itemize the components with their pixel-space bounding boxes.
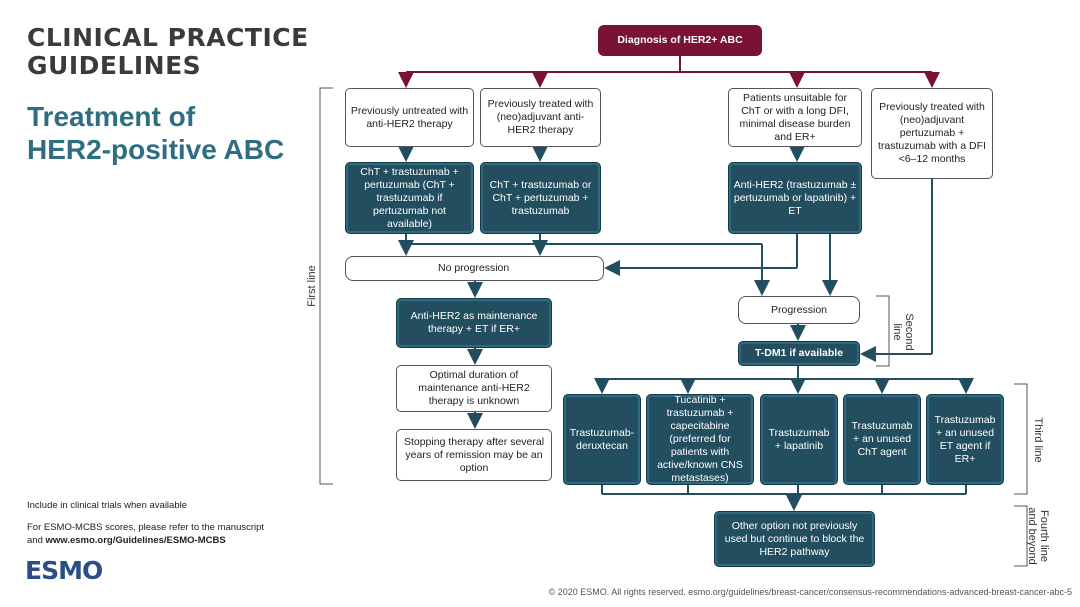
tucatinib-box: Tucatinib + trastuzumab + capecitabine (… [646,394,754,485]
page-title: Treatment of HER2-positive ABC [27,100,284,166]
unsuitable-box: Patients unsuitable for ChT or with a lo… [728,88,862,147]
cht-trastuzumab-pertuzumab-box: ChT + trastuzumab + pertuzumab (ChT + tr… [345,162,474,234]
second-line-label-b: line [891,323,903,341]
treatment-connectors [398,146,974,511]
tdm1-box: T-DM1 if available [738,341,860,366]
maintenance-box: Anti-HER2 as maintenance therapy + ET if… [396,298,552,348]
neoadjuvant-box: Previously treated with (neo)adjuvant an… [480,88,601,147]
clinical-trials-note: Include in clinical trials when availabl… [27,500,188,511]
diagnosis-box: Diagnosis of HER2+ ABC [598,25,762,56]
brand-line-2: GUIDELINES [27,51,202,80]
line-brackets [319,87,1028,567]
title-line-2: HER2-positive ABC [27,134,285,165]
mcbs-note: For ESMO-MCBS scores, please refer to th… [27,521,264,547]
second-line-label-a: Second [903,313,915,351]
fourth-line-label-b: and beyond [1026,507,1038,565]
anti-her2-et-box: Anti-HER2 (trastuzumab ± pertuzumab or l… [728,162,862,234]
copyright-text: © 2020 ESMO. All rights reserved. esmo.o… [548,587,1072,597]
pertuzumab-dfi-box: Previously treated with (neo)adjuvant pe… [871,88,993,179]
title-line-1: Treatment of [27,101,196,132]
trastuzumab-et-box: Trastuzumab + an unused ET agent if ER+ [926,394,1004,485]
no-progression-box: No progression [345,256,604,281]
first-line-label: First line [306,265,318,307]
untreated-box: Previously untreated with anti-HER2 ther… [345,88,474,147]
trastuzumab-cht-box: Trastuzumab + an unused ChT agent [843,394,921,485]
mcbs-link[interactable]: www.esmo.org/Guidelines/ESMO-MCBS [45,535,226,546]
trastuzumab-deruxtecan-box: Trastuzumab-deruxtecan [563,394,641,485]
second-line-label: Second line [891,297,915,367]
esmo-logo: ESMO [25,556,103,585]
optimal-duration-box: Optimal duration of maintenance anti-HER… [396,365,552,412]
trastuzumab-lapatinib-box: Trastuzumab + lapatinib [760,394,838,485]
clinical-practice-guidelines-logo: CLINICAL PRACTICE GUIDELINES [27,24,309,79]
brand-line-1: CLINICAL PRACTICE [27,23,309,52]
cht-trastuzumab-box: ChT + trastuzumab or ChT + pertuzumab + … [480,162,601,234]
diagnosis-connectors [398,56,940,88]
third-line-label: Third line [1032,417,1044,463]
fourth-line-label-a: Fourth line [1038,510,1050,562]
progression-box: Progression [738,296,860,324]
stopping-therapy-box: Stopping therapy after several years of … [396,429,552,481]
mcbs-note-text: For ESMO-MCBS scores, please refer to th… [27,522,265,533]
fourth-line-label: Fourth line and beyond [1026,496,1050,576]
other-option-box: Other option not previously used but con… [714,511,875,567]
mcbs-note-and: and [27,535,46,546]
